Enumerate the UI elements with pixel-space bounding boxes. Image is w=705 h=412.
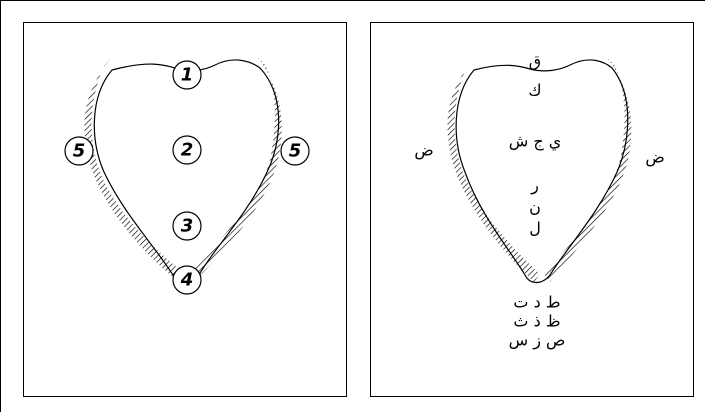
- left-heart-outline: [94, 60, 278, 285]
- label-ra: ر: [530, 176, 539, 196]
- marker-1: 1: [173, 61, 201, 89]
- marker-4-label: 4: [180, 270, 194, 291]
- right-heart-outline: [456, 60, 628, 283]
- label-nun: ن: [529, 198, 541, 217]
- marker-4: 4: [173, 266, 201, 294]
- right-panel: ق ك ي ج ش ر ن ل ض ض ط د ت ظ ذ ث ص ز س: [371, 23, 694, 397]
- left-panel: 1 2 3 4 5 5: [24, 23, 347, 397]
- left-wall-hatching-right: [447, 57, 540, 282]
- marker-5-left: 5: [65, 137, 93, 165]
- label-dad-right: ض: [645, 148, 664, 168]
- right-wall-hatching-left: [188, 56, 282, 282]
- marker-5-right: 5: [281, 137, 309, 165]
- marker-3: 3: [173, 212, 201, 240]
- label-dad-left: ض: [414, 141, 433, 161]
- label-lam: ل: [529, 219, 541, 238]
- label-below-row-1: ط د ت: [513, 293, 560, 312]
- marker-2: 2: [173, 136, 201, 164]
- marker-5-left-label: 5: [73, 141, 86, 162]
- marker-2-label: 2: [181, 140, 194, 161]
- marker-3-label: 3: [181, 216, 194, 237]
- marker-1-label: 1: [181, 65, 194, 86]
- label-middle-row: ي ج ش: [509, 132, 562, 152]
- label-kaf: ك: [528, 81, 541, 100]
- label-qaf: ق: [529, 52, 541, 71]
- label-below-row-3: ص ز س: [509, 331, 566, 351]
- marker-5-right-label: 5: [289, 141, 302, 162]
- label-below-row-2: ظ ذ ث: [513, 312, 560, 331]
